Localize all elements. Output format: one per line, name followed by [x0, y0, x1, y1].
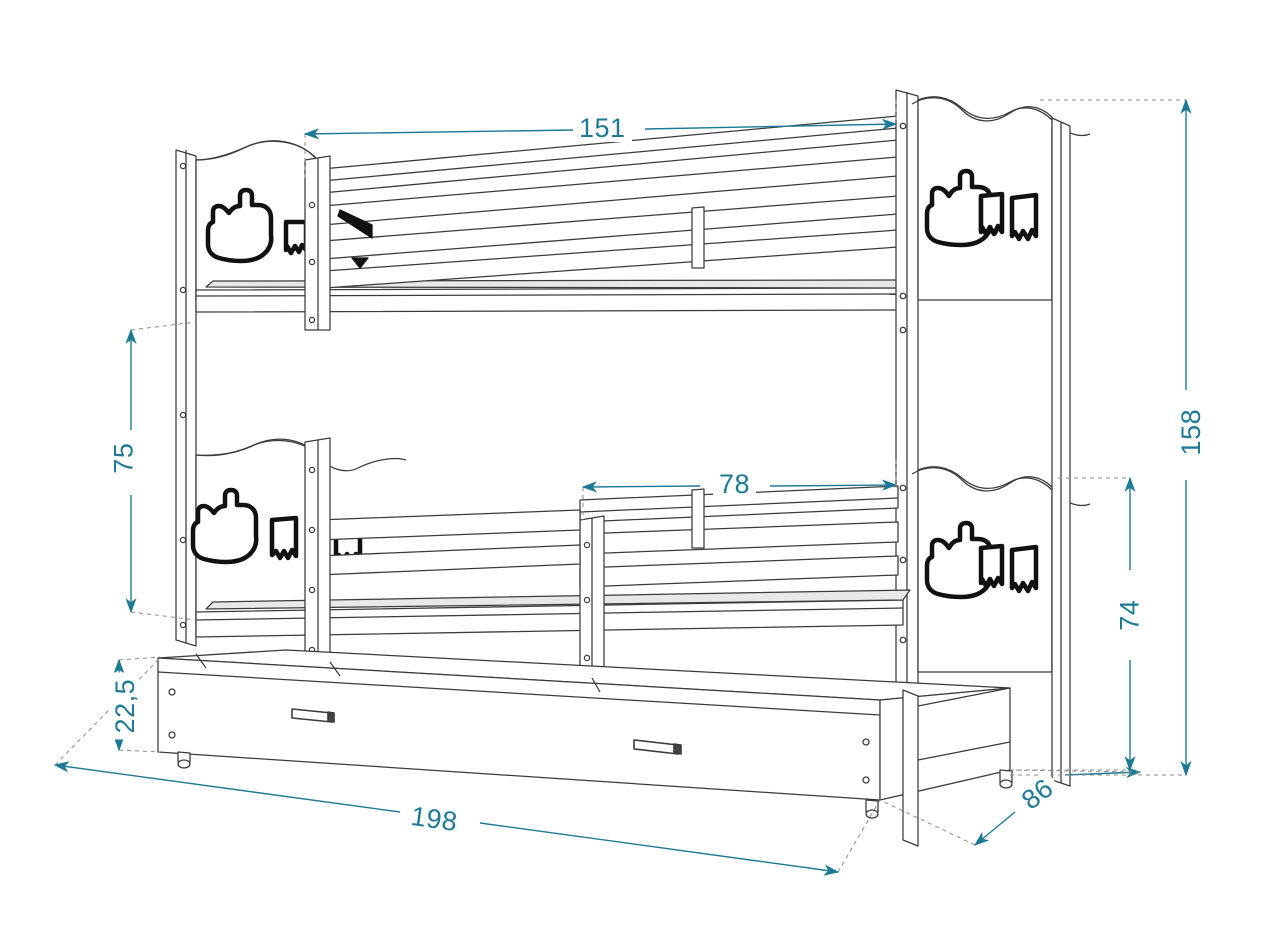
lower-guard-rail — [579, 485, 899, 689]
train-cutout-upper-left — [205, 187, 309, 264]
base-edges — [902, 687, 1011, 847]
upper-guard-rail — [304, 115, 899, 331]
dim-line-78-left — [581, 481, 701, 493]
dimension-label-158: 158 — [1176, 402, 1206, 462]
train-cutout-upper-right — [924, 168, 1039, 248]
storage-drawer — [157, 649, 1013, 819]
upper-bunk-base — [195, 279, 911, 313]
drawer-handle-left — [291, 708, 335, 723]
dimension-label-78: 78 — [713, 470, 757, 498]
extension-lines — [54, 99, 1186, 873]
dimension-lines — [53, 98, 1192, 876]
dim-line-198-left — [53, 761, 401, 813]
dim-line-151-left — [303, 128, 576, 140]
post-left-front — [304, 437, 331, 663]
dim-line-198-right — [479, 822, 840, 876]
bed-geometry — [157, 89, 1091, 847]
dim-line-78-right — [769, 479, 898, 491]
dimension-label-75: 75 — [108, 436, 138, 480]
dimension-label-22-5: 22,5 — [110, 672, 140, 740]
lower-bunk-base — [195, 589, 911, 638]
dim-line-151-right — [644, 118, 898, 130]
post-left-rear-upper — [175, 149, 197, 647]
dim-line-86-left — [973, 811, 1016, 846]
dimension-label-74: 74 — [1114, 593, 1144, 637]
dimension-label-151: 151 — [573, 114, 632, 142]
drawer-handle-right — [633, 739, 682, 755]
train-cutout-lower-left — [190, 487, 363, 565]
post-right-front — [1051, 117, 1071, 787]
train-cutout-lower-right — [924, 520, 1039, 600]
